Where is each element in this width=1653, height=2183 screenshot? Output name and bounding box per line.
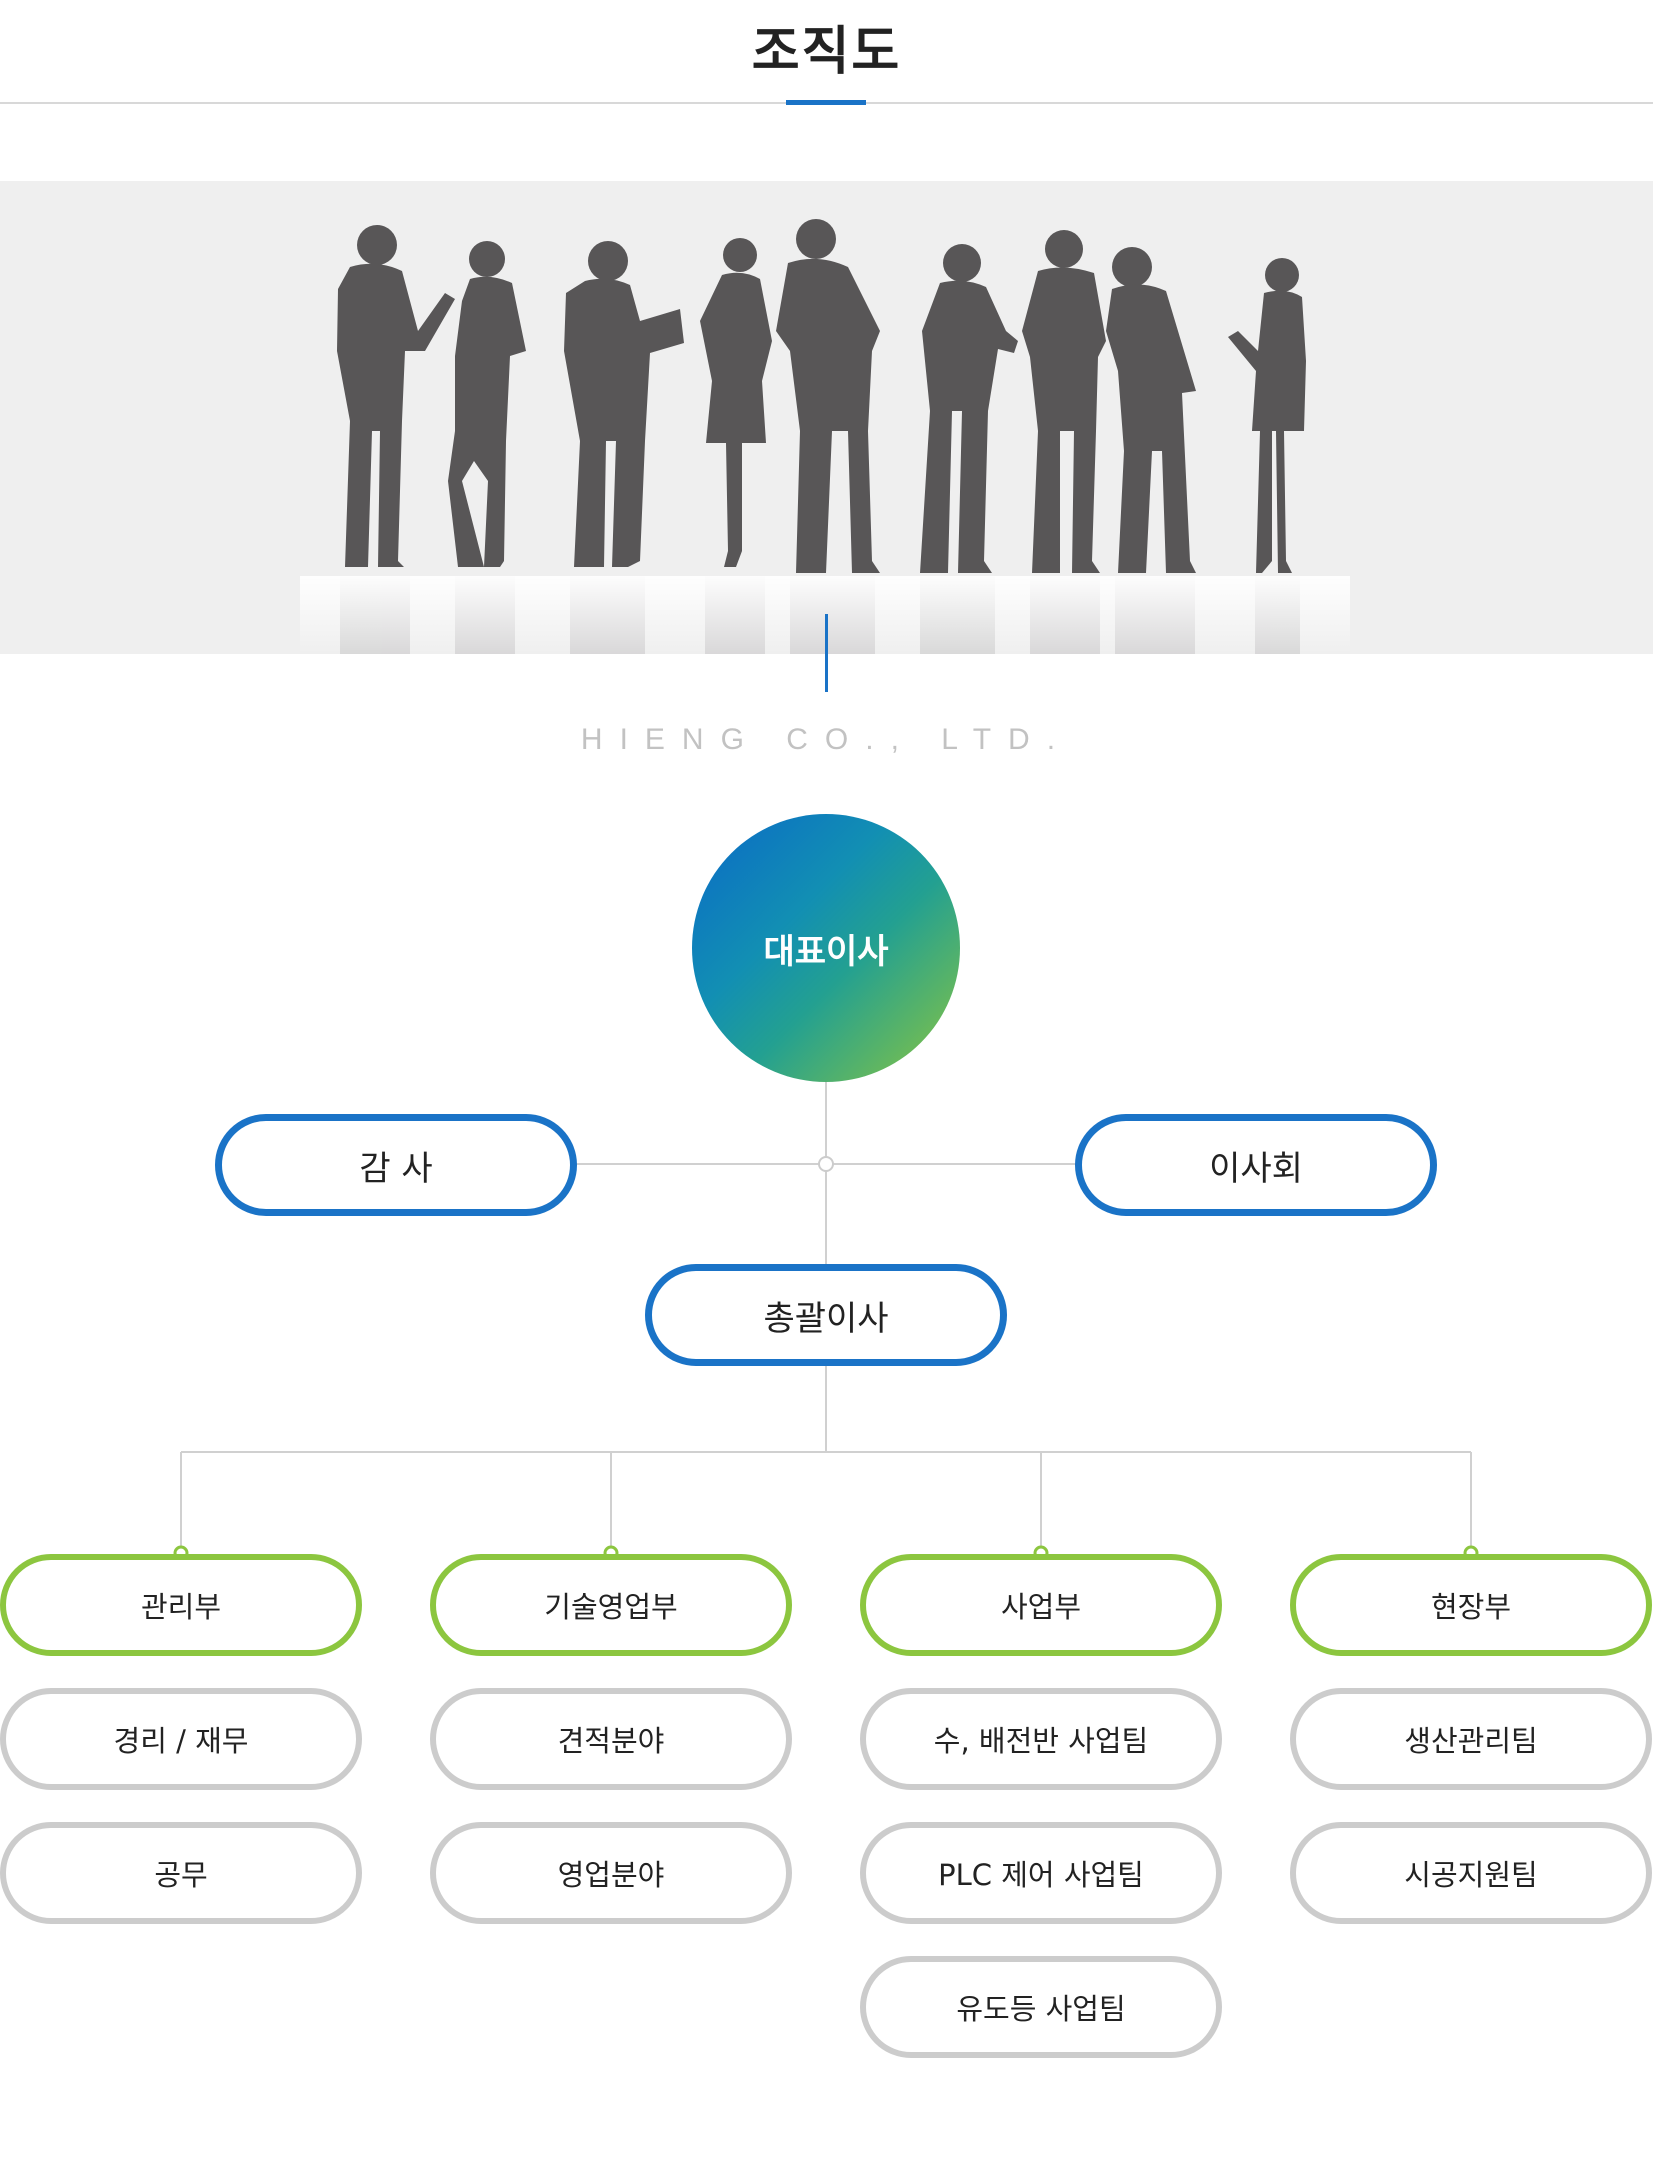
team-node: PLC 제어 사업팀 — [860, 1822, 1222, 1924]
company-name: HIENG CO., LTD. — [580, 723, 1073, 756]
ceo-label: 대표이사 — [763, 931, 889, 972]
banner-image — [0, 181, 1653, 654]
team-label: 생산관리팀 — [1404, 1724, 1538, 1758]
title-accent-bar — [786, 100, 866, 105]
connector-line-top — [825, 614, 828, 692]
team-label: 시공지원팀 — [1404, 1858, 1538, 1892]
people-silhouettes-image — [300, 219, 1350, 654]
department-label: 관리부 — [140, 1590, 222, 1624]
department-label: 현장부 — [1430, 1590, 1512, 1624]
department-node-business: 사업부 — [860, 1554, 1222, 1656]
team-node: 생산관리팀 — [1290, 1688, 1652, 1790]
team-node: 공무 — [0, 1822, 362, 1924]
auditor-label: 감 사 — [359, 1148, 433, 1189]
auditor-node: 감 사 — [215, 1114, 577, 1216]
department-label: 사업부 — [1000, 1590, 1082, 1624]
board-label: 이사회 — [1209, 1148, 1303, 1189]
department-node-field: 현장부 — [1290, 1554, 1652, 1656]
team-label: 수, 배전반 사업팀 — [933, 1724, 1149, 1758]
team-node: 영업분야 — [430, 1822, 792, 1924]
department-label: 기술영업부 — [544, 1590, 678, 1624]
team-label: PLC 제어 사업팀 — [938, 1858, 1144, 1892]
team-label: 유도등 사업팀 — [956, 1992, 1126, 2026]
team-node: 견적분야 — [430, 1688, 792, 1790]
page-title: 조직도 — [751, 22, 902, 82]
team-node: 시공지원팀 — [1290, 1822, 1652, 1924]
team-label: 영업분야 — [557, 1858, 665, 1892]
general-director-label: 총괄이사 — [763, 1298, 889, 1339]
team-label: 공무 — [154, 1858, 208, 1892]
team-node: 수, 배전반 사업팀 — [860, 1688, 1222, 1790]
general-director-node: 총괄이사 — [645, 1264, 1007, 1366]
connector-junction — [818, 1156, 834, 1172]
ceo-node: 대표이사 — [692, 814, 960, 1082]
department-node-admin: 관리부 — [0, 1554, 362, 1656]
team-label: 견적분야 — [557, 1724, 665, 1758]
team-node: 경리 / 재무 — [0, 1688, 362, 1790]
board-node: 이사회 — [1075, 1114, 1437, 1216]
department-node-tech-sales: 기술영업부 — [430, 1554, 792, 1656]
team-node: 유도등 사업팀 — [860, 1956, 1222, 2058]
team-label: 경리 / 재무 — [113, 1724, 249, 1758]
